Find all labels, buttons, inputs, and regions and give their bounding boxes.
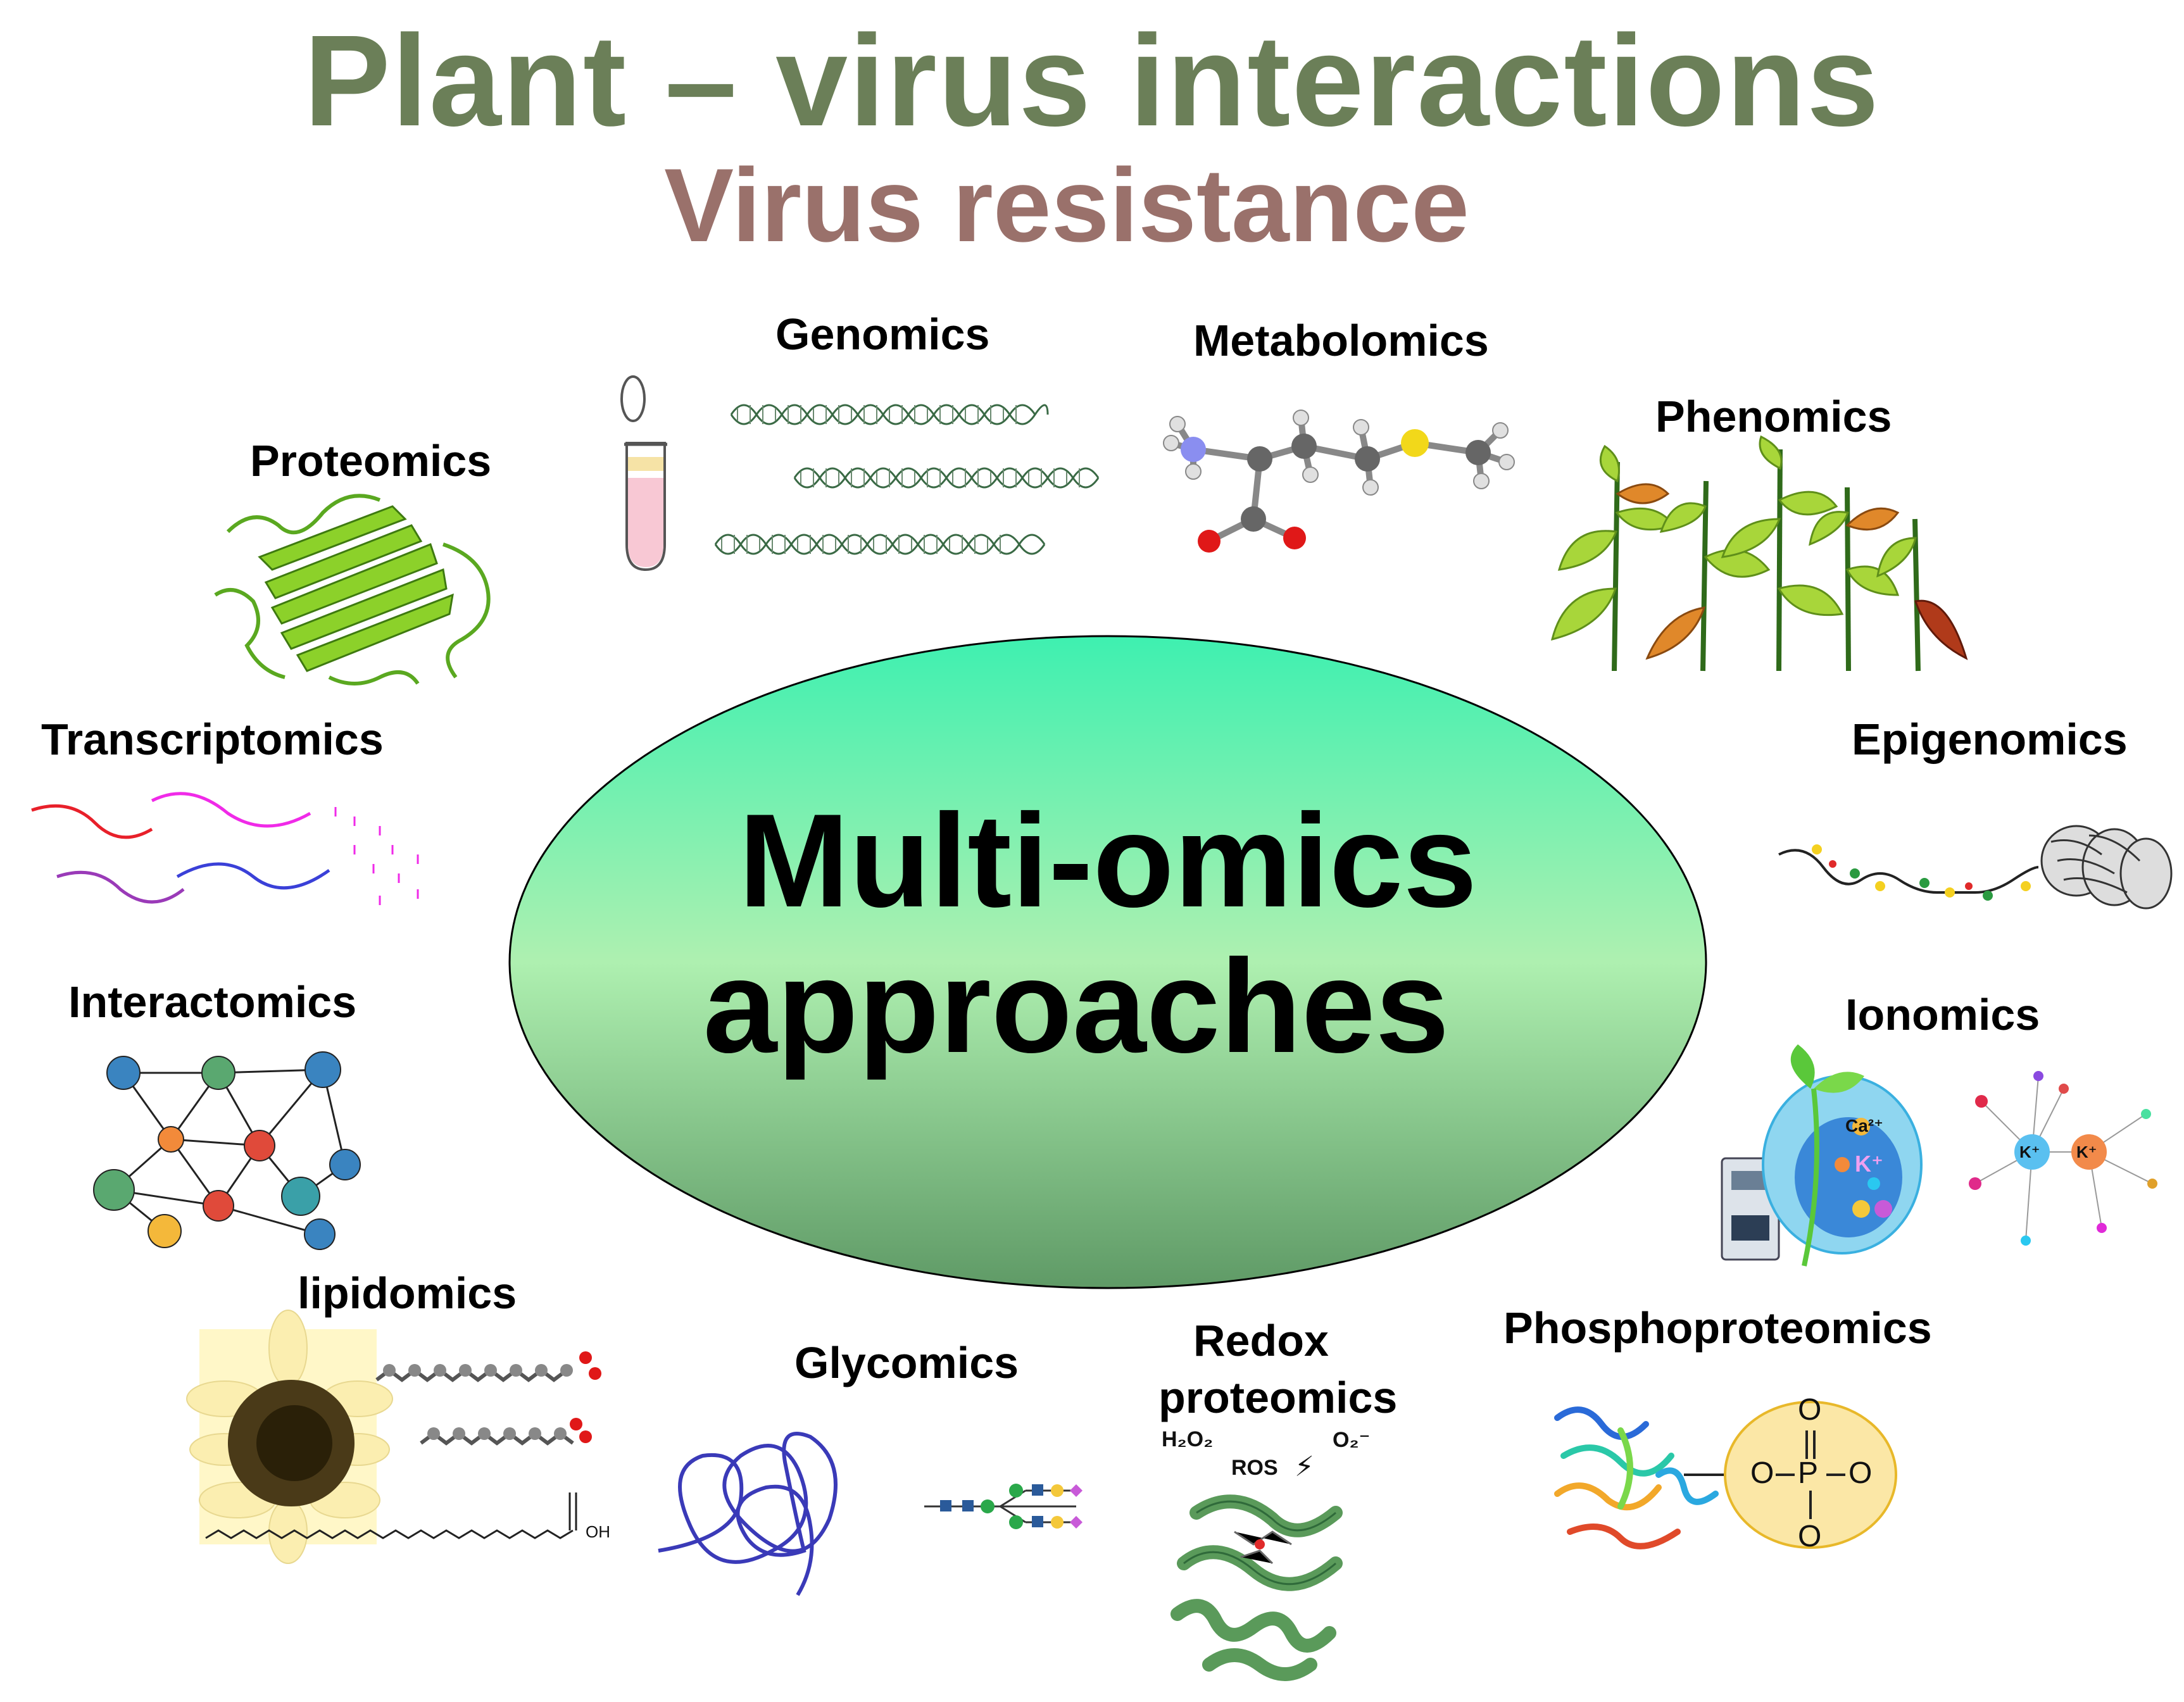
page-subtitle: Virus resistance [664,147,1469,263]
center-ellipse [508,635,1707,1289]
phosphate-o-right: O [1848,1456,1873,1490]
ros-label: ROS [1231,1456,1278,1480]
metabolomics-molecule [1163,410,1515,553]
label-metabolomics: Metabolomics [1193,316,1489,365]
genomics-illustration [620,375,1100,572]
label-redox-2: proteomics [1158,1373,1398,1422]
o2-label: O₂⁻ [1333,1428,1371,1452]
phosphate-o-left: O [1750,1456,1774,1490]
phosphoproteomics-illustration [1554,1401,1897,1549]
phenomics-plants [1550,435,1968,672]
phosphate-o-top: O [1798,1393,1822,1427]
label-interactomics: Interactomics [68,977,357,1027]
sunflower-icon [186,1310,393,1564]
interactomics-network [93,1051,361,1250]
label-proteomics: Proteomics [250,436,492,485]
center-line-2: approaches [703,932,1450,1080]
ion-k-node-2: K⁺ [2076,1142,2097,1161]
ionomics-illustration [1721,1044,2157,1267]
label-redox-1: Redox [1193,1316,1329,1365]
transcriptomics-rna [31,792,419,905]
page-title: Plant – virus interactions [304,8,1880,153]
glycomics-illustration [658,1432,1083,1596]
phosphate-o-bottom: O [1798,1520,1822,1553]
ion-k-node-1: K⁺ [2019,1142,2040,1161]
lightning-icon: ⚡ [1295,1451,1314,1482]
epigenomics-chromatin [1778,825,2173,910]
ion-k-label: K⁺ [1855,1151,1883,1177]
lipidomics-illustration [186,1310,601,1564]
test-tube-icon [620,375,667,572]
label-phosphoproteomics: Phosphoproteomics [1503,1303,1932,1353]
ion-ca-label: Ca²⁺ [1845,1116,1883,1136]
proteomics-protein [214,494,491,685]
phosphate-p: P [1798,1456,1819,1490]
label-transcriptomics: Transcriptomics [41,715,384,764]
dna-helix-icon [714,404,1100,555]
fatty-acid-chain [375,1368,574,1446]
redox-protein [1170,1494,1343,1681]
label-lipidomics: lipidomics [298,1268,517,1318]
label-glycomics: Glycomics [794,1338,1019,1387]
h2o2-label: H₂O₂ [1162,1427,1214,1451]
label-ionomics: Ionomics [1845,990,2040,1039]
lipid-oh-label: OH [586,1522,610,1541]
label-genomics: Genomics [775,310,990,359]
label-phenomics: Phenomics [1655,392,1892,441]
label-epigenomics: Epigenomics [1852,715,2128,764]
center-line-1: Multi-omics [738,786,1478,935]
